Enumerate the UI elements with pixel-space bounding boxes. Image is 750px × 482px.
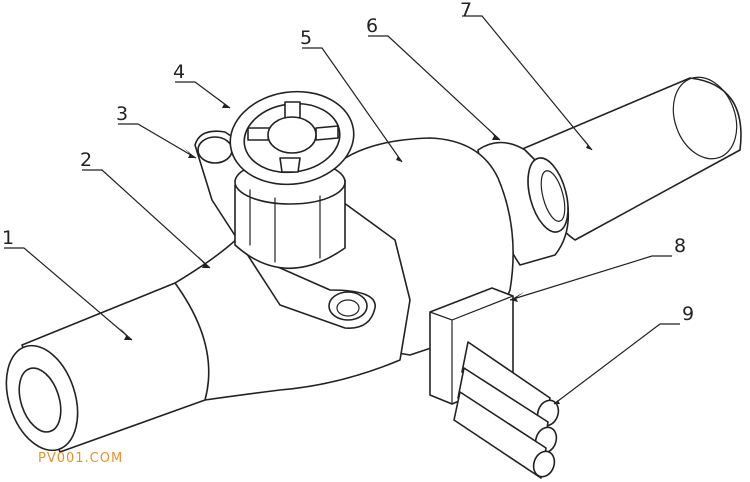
- leader-4: [175, 81, 231, 109]
- leader-4-arrow: [218, 98, 230, 108]
- callout-9: 9: [682, 303, 694, 325]
- leader-5-arrow: [392, 148, 402, 162]
- callout-1: 1: [2, 227, 14, 249]
- leader-8-arrow: [510, 292, 524, 302]
- left-inlet-pipe: [5, 282, 210, 453]
- cable-tubes: [453, 341, 560, 479]
- leader-7: [462, 15, 593, 151]
- leader-3: [118, 123, 197, 159]
- callout-2: 2: [80, 149, 92, 171]
- leader-7-arrow: [582, 136, 592, 150]
- leader-6-arrow: [488, 128, 500, 140]
- leader-1-arrow: [120, 328, 132, 340]
- handwheel: [229, 90, 355, 186]
- callout-3: 3: [116, 103, 128, 125]
- callout-4: 4: [173, 61, 185, 83]
- leader-1: [4, 247, 133, 341]
- callout-6: 6: [366, 15, 378, 37]
- leader-lines: [4, 15, 680, 405]
- leader-9: [553, 323, 680, 405]
- leader-9-arrow: [554, 392, 566, 404]
- leader-2: [82, 169, 211, 269]
- watermark-text: PV001.COM: [38, 451, 123, 466]
- callout-8: 8: [674, 235, 686, 257]
- leader-6: [368, 35, 501, 141]
- callout-5: 5: [300, 27, 312, 49]
- leader-3-arrow: [184, 148, 196, 158]
- leader-8: [509, 255, 672, 301]
- leader-5: [302, 47, 403, 163]
- leader-2-arrow: [198, 256, 210, 268]
- callout-labels: 1 2 3 4 5 6 7 8 9: [2, 0, 694, 325]
- callout-7: 7: [460, 0, 472, 21]
